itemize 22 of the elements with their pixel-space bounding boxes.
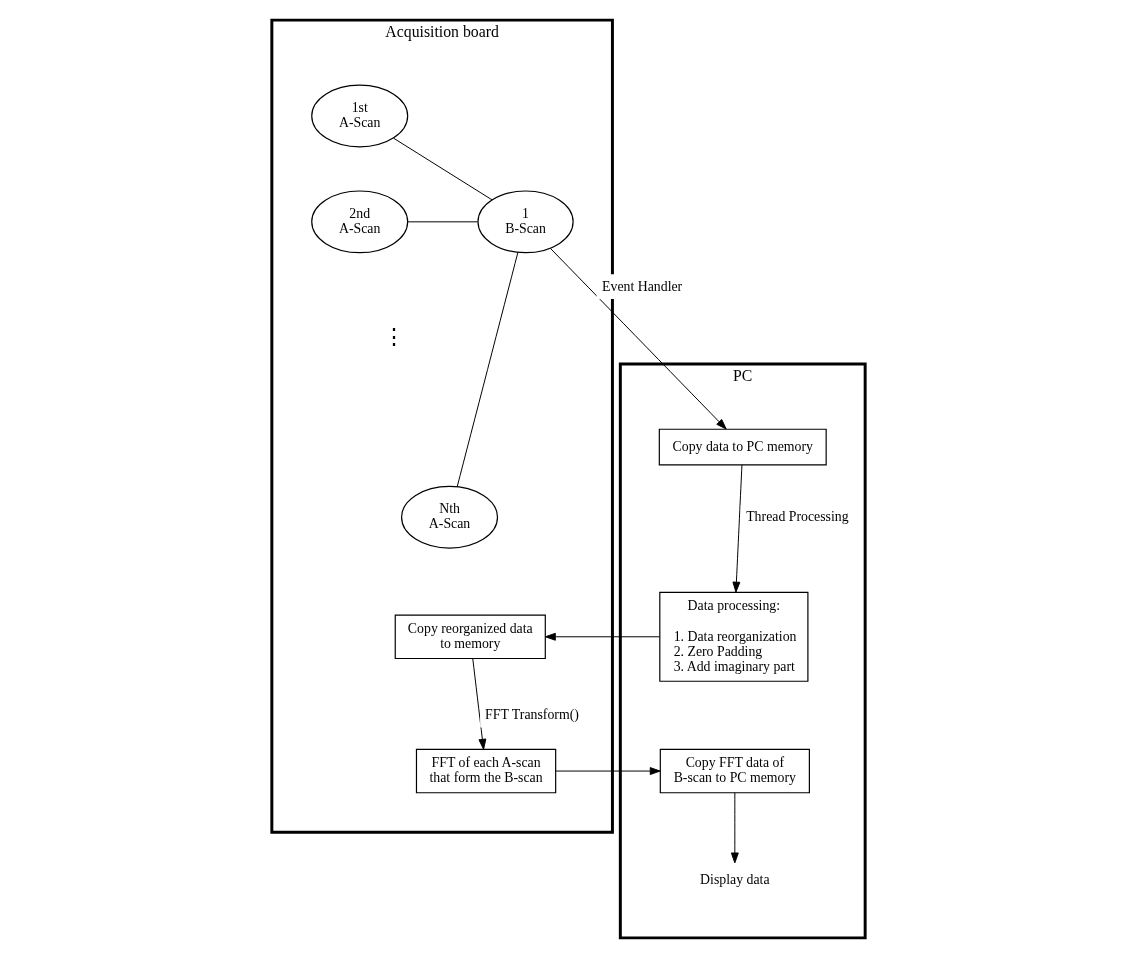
connector: [456, 251, 518, 488]
arrow: [555, 767, 661, 775]
node-ellipse: Nth A-Scan: [400, 485, 498, 549]
node-ellipse: 2nd A-Scan: [310, 190, 408, 254]
node-box: Copy data to PC memory: [658, 428, 827, 466]
label: ⋮: [382, 324, 405, 349]
connector: [406, 221, 478, 223]
node-box: FFT of each A-scan that form the B-scan: [415, 748, 556, 794]
node-box: Copy FFT data of B-scan to PC memory: [659, 748, 810, 794]
edge-label: Thread Processing: [745, 509, 849, 525]
node-ellipse: 1st A-Scan: [310, 84, 408, 148]
arrow: [730, 792, 739, 864]
node-ellipse: 1 B-Scan: [476, 190, 574, 254]
arrow: [544, 632, 660, 641]
arrow: [731, 464, 742, 593]
node-text: Display data: [699, 872, 770, 888]
node-box: Copy reorganized data to memory: [394, 614, 546, 660]
node-box: Data processing: 1. Data reorganization 2. Zero Padding 3. Add imaginary part: [658, 591, 808, 682]
connector: [392, 137, 493, 201]
edge-label: FFT Transform(): [484, 707, 579, 723]
arrow: [549, 247, 727, 430]
arrow: [471, 658, 486, 750]
